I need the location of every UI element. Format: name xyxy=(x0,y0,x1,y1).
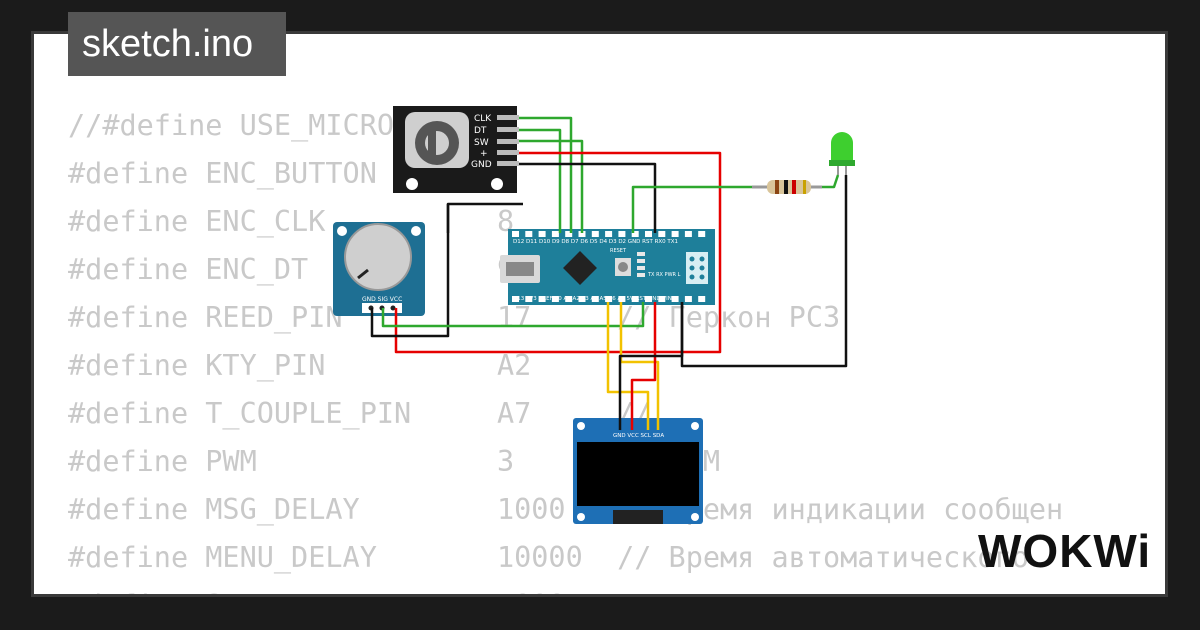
header-pin[interactable] xyxy=(565,296,573,302)
header-pin[interactable] xyxy=(605,296,613,302)
wires xyxy=(370,116,848,430)
code-line: #define REED_PIN 17 // Геркон PC3 xyxy=(68,301,841,334)
code-line: #define SLEEP_DELAY 5000 // В xyxy=(68,582,1063,594)
led-green[interactable] xyxy=(829,132,855,175)
encoder-pin-label: DT xyxy=(474,126,487,136)
header-pin[interactable] xyxy=(512,231,519,237)
wokwi-logo: WOKWi xyxy=(978,525,1152,577)
oled-pin-labels: GND VCC SCL SDA xyxy=(613,433,664,439)
encoder-pin-label: GND xyxy=(471,160,492,170)
header-pin[interactable] xyxy=(538,296,546,302)
code-line: #define KTY_PIN A2 xyxy=(68,349,532,382)
nano-led-labels: TX RX PWR L xyxy=(647,272,681,278)
code-line: #define PWM 3 // PWM xyxy=(68,445,721,478)
header-pin[interactable] xyxy=(645,296,652,302)
header-pin[interactable] xyxy=(605,231,613,237)
header-pin[interactable] xyxy=(658,231,666,237)
encoder-pin-label: + xyxy=(480,149,488,159)
code-line: #define ENC_BUTTON xyxy=(68,157,377,190)
nano-top-pin-labels: D12 D11 D10 D9 D8 D7 D6 D5 D4 D3 D2 GND … xyxy=(513,239,678,245)
header-pin[interactable] xyxy=(671,296,679,302)
header-pin[interactable] xyxy=(591,231,599,237)
header-pin[interactable] xyxy=(698,231,706,237)
header-pin[interactable] xyxy=(671,231,679,237)
reset-label: RESET xyxy=(610,248,627,254)
header-pin[interactable] xyxy=(618,296,626,302)
header-pin[interactable] xyxy=(631,231,639,237)
code-line: #define ENC_CLK 8 xyxy=(68,205,515,238)
header-pin[interactable] xyxy=(565,231,573,237)
header-pin[interactable] xyxy=(551,296,559,302)
rotary-encoder[interactable]: CLK DT SW + GND xyxy=(393,106,519,193)
header-pin[interactable] xyxy=(698,296,706,302)
code-listing: //#define USE_MICRO_WIRE#define ENC_BUTT… xyxy=(68,102,1063,594)
header-pin[interactable] xyxy=(538,231,546,237)
header-pin[interactable] xyxy=(578,296,586,302)
header-pin[interactable] xyxy=(525,231,533,237)
header-pin[interactable] xyxy=(645,231,652,237)
code-line: #define MENU_DELAY 10000 // Время автома… xyxy=(68,541,1029,574)
header-pin[interactable] xyxy=(618,231,626,237)
header-pin[interactable] xyxy=(512,296,519,302)
header-pin[interactable] xyxy=(631,296,639,302)
header-pin[interactable] xyxy=(525,296,533,302)
encoder-pin-label: CLK xyxy=(474,114,492,124)
resistor[interactable] xyxy=(752,180,822,194)
filename-tab[interactable]: sketch.ino xyxy=(68,12,286,76)
arduino-nano[interactable]: D12 D11 D10 D9 D8 D7 D6 D5 D4 D3 D2 GND … xyxy=(500,229,715,305)
potentiometer[interactable]: GND SIG VCC xyxy=(333,222,425,316)
header-pin[interactable] xyxy=(578,231,586,237)
header-pin[interactable] xyxy=(551,231,559,237)
header-pin[interactable] xyxy=(658,296,666,302)
header-pin[interactable] xyxy=(684,231,692,237)
pot-pin-labels: GND SIG VCC xyxy=(362,296,402,303)
header-pin[interactable] xyxy=(684,296,692,302)
header-pin[interactable] xyxy=(591,296,599,302)
encoder-pin-label: SW xyxy=(474,138,489,148)
oled-display[interactable]: GND VCC SCL SDA xyxy=(573,418,703,524)
